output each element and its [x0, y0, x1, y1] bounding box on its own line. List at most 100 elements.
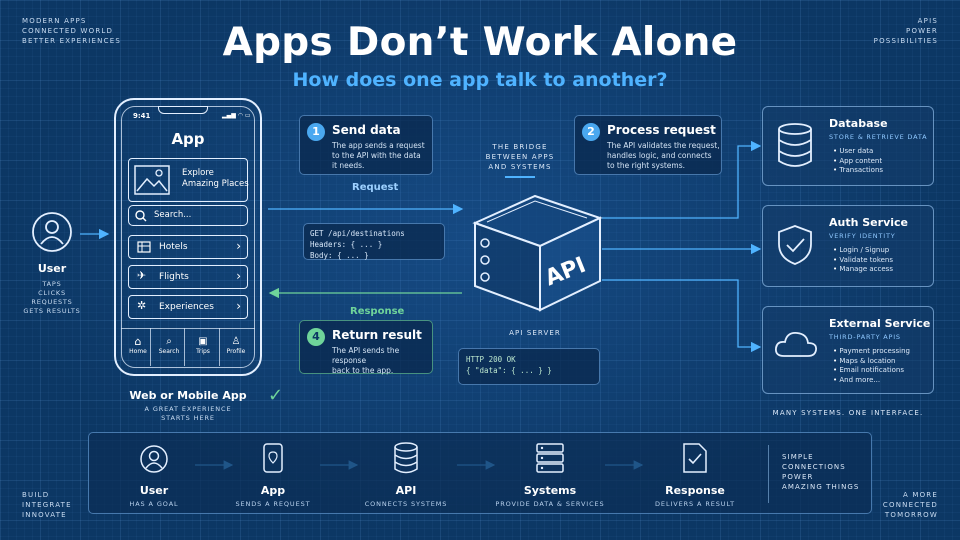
- code-line: HTTP 200 OK: [466, 355, 516, 364]
- hotel-icon: [137, 241, 151, 253]
- menu-item-flights[interactable]: ✈ Flights ›: [128, 265, 248, 289]
- corner-line: INNOVATE: [22, 511, 67, 519]
- response-label: Response: [350, 306, 405, 317]
- service-items: User data App content Transactions: [833, 147, 883, 176]
- desc-line: The API validates the request,: [607, 141, 720, 150]
- tagline-line: AMAZING THINGS: [782, 483, 860, 491]
- code-line: Body: { ... }: [310, 251, 369, 260]
- flow-divider: [768, 445, 769, 503]
- service-item: Manage access: [833, 265, 893, 275]
- bridge-underline: [505, 176, 535, 178]
- step-description: The API validates the request, handles l…: [607, 141, 720, 171]
- nav-label: Home: [129, 348, 147, 355]
- user-action: GETS RESULTS: [23, 307, 81, 315]
- status-icons: ▂▄▆ ◠ ▭: [222, 112, 251, 119]
- corner-line: A MORE: [902, 491, 938, 499]
- nav-label: Search: [158, 348, 180, 355]
- menu-item-label: Hotels: [159, 242, 188, 252]
- banner-line: Explore: [182, 168, 214, 178]
- user-label: User: [37, 262, 67, 275]
- chevron-right-icon: ›: [236, 239, 241, 253]
- page-title: Apps Don’t Work Alone: [222, 20, 738, 65]
- tagline-line: CONNECTIONS: [782, 463, 846, 471]
- bridge-text: THE BRIDGE BETWEEN APPS AND SYSTEMS: [470, 142, 570, 172]
- profile-icon: ♙: [231, 336, 241, 347]
- corner-bottom-left: BUILD INTEGRATE INNOVATE: [22, 490, 72, 520]
- corner-line: POSSIBILITIES: [873, 37, 938, 45]
- flow-tagline: SIMPLE CONNECTIONS POWER AMAZING THINGS: [782, 452, 859, 492]
- corner-line: BUILD: [22, 491, 50, 499]
- api-server-caption: API SERVER: [509, 329, 561, 337]
- step-number: 4: [307, 328, 325, 346]
- corner-line: MODERN APPS: [22, 17, 87, 25]
- request-label: Request: [352, 182, 399, 193]
- step-title: Return result: [332, 328, 422, 342]
- menu-item-experiences[interactable]: ✲ Experiences ›: [128, 295, 248, 319]
- banner-line: Amazing Places: [182, 179, 249, 189]
- flow-step-title: User: [139, 484, 169, 497]
- search-placeholder: Search...: [154, 210, 192, 220]
- nav-trips[interactable]: ▣ Trips: [191, 336, 215, 355]
- flow-step-subtitle: HAS A GOAL: [129, 500, 179, 508]
- service-item: And more...: [833, 376, 910, 386]
- step-number: 1: [307, 123, 325, 141]
- corner-line: TOMORROW: [884, 511, 938, 519]
- service-item: User data: [833, 147, 883, 157]
- landscape-icon: [134, 165, 170, 195]
- step-description: The API sends the response back to the a…: [332, 346, 432, 376]
- service-title: Database: [829, 117, 888, 130]
- tagline-line: SIMPLE: [782, 453, 814, 461]
- api-to-database-arrow: [602, 140, 762, 219]
- service-subtitle: STORE & RETRIEVE DATA: [829, 133, 928, 141]
- cloud-icon: [775, 332, 817, 357]
- phone-icon: [263, 443, 283, 473]
- caption-line: STARTS HERE: [161, 414, 215, 422]
- service-item: Login / Signup: [833, 246, 893, 256]
- corner-line: INTEGRATE: [22, 501, 72, 509]
- phone-caption: Web or Mobile App: [129, 389, 247, 402]
- chevron-right-icon: ›: [236, 299, 241, 313]
- desc-line: The app sends a request: [332, 141, 425, 150]
- nav-search[interactable]: ⌕ Search: [157, 336, 181, 355]
- service-items: Payment processing Maps & location Email…: [833, 347, 910, 385]
- flow-summary-panel: [88, 432, 872, 514]
- service-item: App content: [833, 157, 883, 167]
- menu-item-hotels[interactable]: Hotels ›: [128, 235, 248, 259]
- document-check-icon: [683, 443, 707, 473]
- flow-step-subtitle: DELIVERS A RESULT: [655, 500, 735, 508]
- bridge-line: BETWEEN APPS: [485, 153, 555, 161]
- desc-line: handles logic, and connects: [607, 151, 712, 160]
- code-line: Headers: { ... }: [310, 240, 383, 249]
- page-subtitle: How does one app talk to another?: [292, 69, 668, 91]
- shield-check-icon: [778, 225, 812, 265]
- service-item: Maps & location: [833, 357, 910, 367]
- service-subtitle: VERIFY IDENTITY: [829, 232, 896, 240]
- phone-frame: [114, 98, 262, 376]
- explore-banner[interactable]: [128, 158, 248, 202]
- flow-step-subtitle: PROVIDE DATA & SERVICES: [495, 500, 605, 508]
- user-icon: [140, 445, 168, 473]
- desc-line: to the API with the data: [332, 151, 421, 160]
- nav-home[interactable]: ⌂ Home: [126, 336, 150, 356]
- database-icon: [778, 123, 812, 167]
- desc-line: to the right systems.: [607, 161, 686, 170]
- phone-caption-sub: A GREAT EXPERIENCE STARTS HERE: [104, 405, 272, 423]
- suitcase-icon: ▣: [198, 336, 208, 347]
- service-item: Payment processing: [833, 347, 910, 357]
- services-caption: MANY SYSTEMS. ONE INTERFACE.: [772, 409, 924, 417]
- desc-line: The API sends the response: [332, 346, 400, 365]
- search-input[interactable]: [128, 205, 248, 226]
- nav-divider: [219, 328, 221, 366]
- service-item: Validate tokens: [833, 256, 893, 266]
- corner-line: POWER: [906, 27, 938, 35]
- corner-top-left: MODERN APPS CONNECTED WORLD BETTER EXPER…: [22, 16, 121, 46]
- nav-divider: [184, 328, 186, 366]
- nav-profile[interactable]: ♙ Profile: [224, 336, 248, 355]
- step-description: The app sends a request to the API with …: [332, 141, 425, 171]
- step-process-request: 2 Process request The API validates the …: [574, 115, 722, 175]
- user-icon: [32, 212, 72, 252]
- menu-item-label: Flights: [159, 272, 189, 282]
